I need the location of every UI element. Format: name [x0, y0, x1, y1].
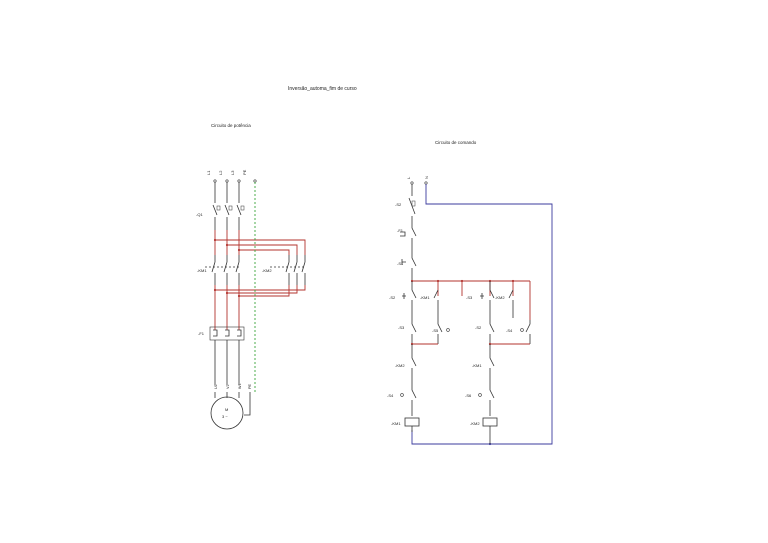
motor-terminal-w1: W1 — [238, 383, 242, 389]
left-limit-stop-label: -S4 — [387, 393, 394, 398]
contactor-km1-label: -KM1 — [197, 268, 207, 273]
control-circuit-label: Circuito de comando — [435, 140, 477, 145]
motor-terminal-v1: V1 — [226, 384, 230, 389]
supply-label-n: N — [424, 176, 429, 179]
right-coil-label: -KM2 — [470, 421, 480, 426]
power-circuit-label: Circuito de potência — [211, 123, 251, 128]
fuse-label: -S2 — [395, 202, 402, 207]
motor-symbol — [210, 396, 244, 430]
phase-label-l3: L3 — [230, 170, 235, 175]
right-coil-symbol — [482, 417, 498, 427]
right-start-button-label: -S3 — [466, 295, 473, 300]
overload-contact-label: -F1 — [397, 228, 404, 233]
contactor-km2-label: -KM2 — [262, 268, 272, 273]
left-holding-contact-label: -KM1 — [420, 295, 430, 300]
left-coil-label: -KM1 — [391, 421, 401, 426]
diagram-title: Inversão_automa_fim de curso — [288, 86, 357, 92]
right-limit-switch-2-label: -S4 — [506, 328, 513, 333]
motor-label: M — [225, 407, 228, 412]
stop-button-label: -S1 — [397, 261, 404, 266]
motor-terminal-u1: U1 — [214, 384, 218, 389]
supply-label-l: L — [406, 176, 411, 179]
right-interlock-label: -KM1 — [472, 363, 482, 368]
power-circuit: L1 L2 L3 PE -Q1 -KM1 -KM2 — [196, 169, 306, 430]
left-interlock-label: -KM2 — [395, 363, 405, 368]
phase-label-pe: PE — [242, 169, 247, 175]
motor-sub-label: 3 ~ — [222, 414, 228, 419]
phase-label-l2: L2 — [218, 170, 223, 175]
breaker-label: -Q1 — [196, 212, 203, 217]
right-limit-stop-label: -S6 — [465, 393, 472, 398]
left-limit-switch-2-label: -S5 — [432, 328, 439, 333]
left-start-button-label: -S2 — [389, 295, 396, 300]
right-limit-switch-1-label: -S2 — [475, 325, 482, 330]
right-holding-contact-label: -KM2 — [495, 295, 505, 300]
left-limit-switch-1-label: -S3 — [398, 325, 405, 330]
overload-label: -F1 — [198, 331, 205, 336]
phase-label-l1: L1 — [206, 170, 211, 175]
left-coil-symbol — [404, 417, 420, 427]
control-circuit: L N -S2 -F1 -S1 -S2 -KM1 -S3 — [387, 176, 553, 446]
motor-terminal-pe: PE — [248, 383, 252, 389]
